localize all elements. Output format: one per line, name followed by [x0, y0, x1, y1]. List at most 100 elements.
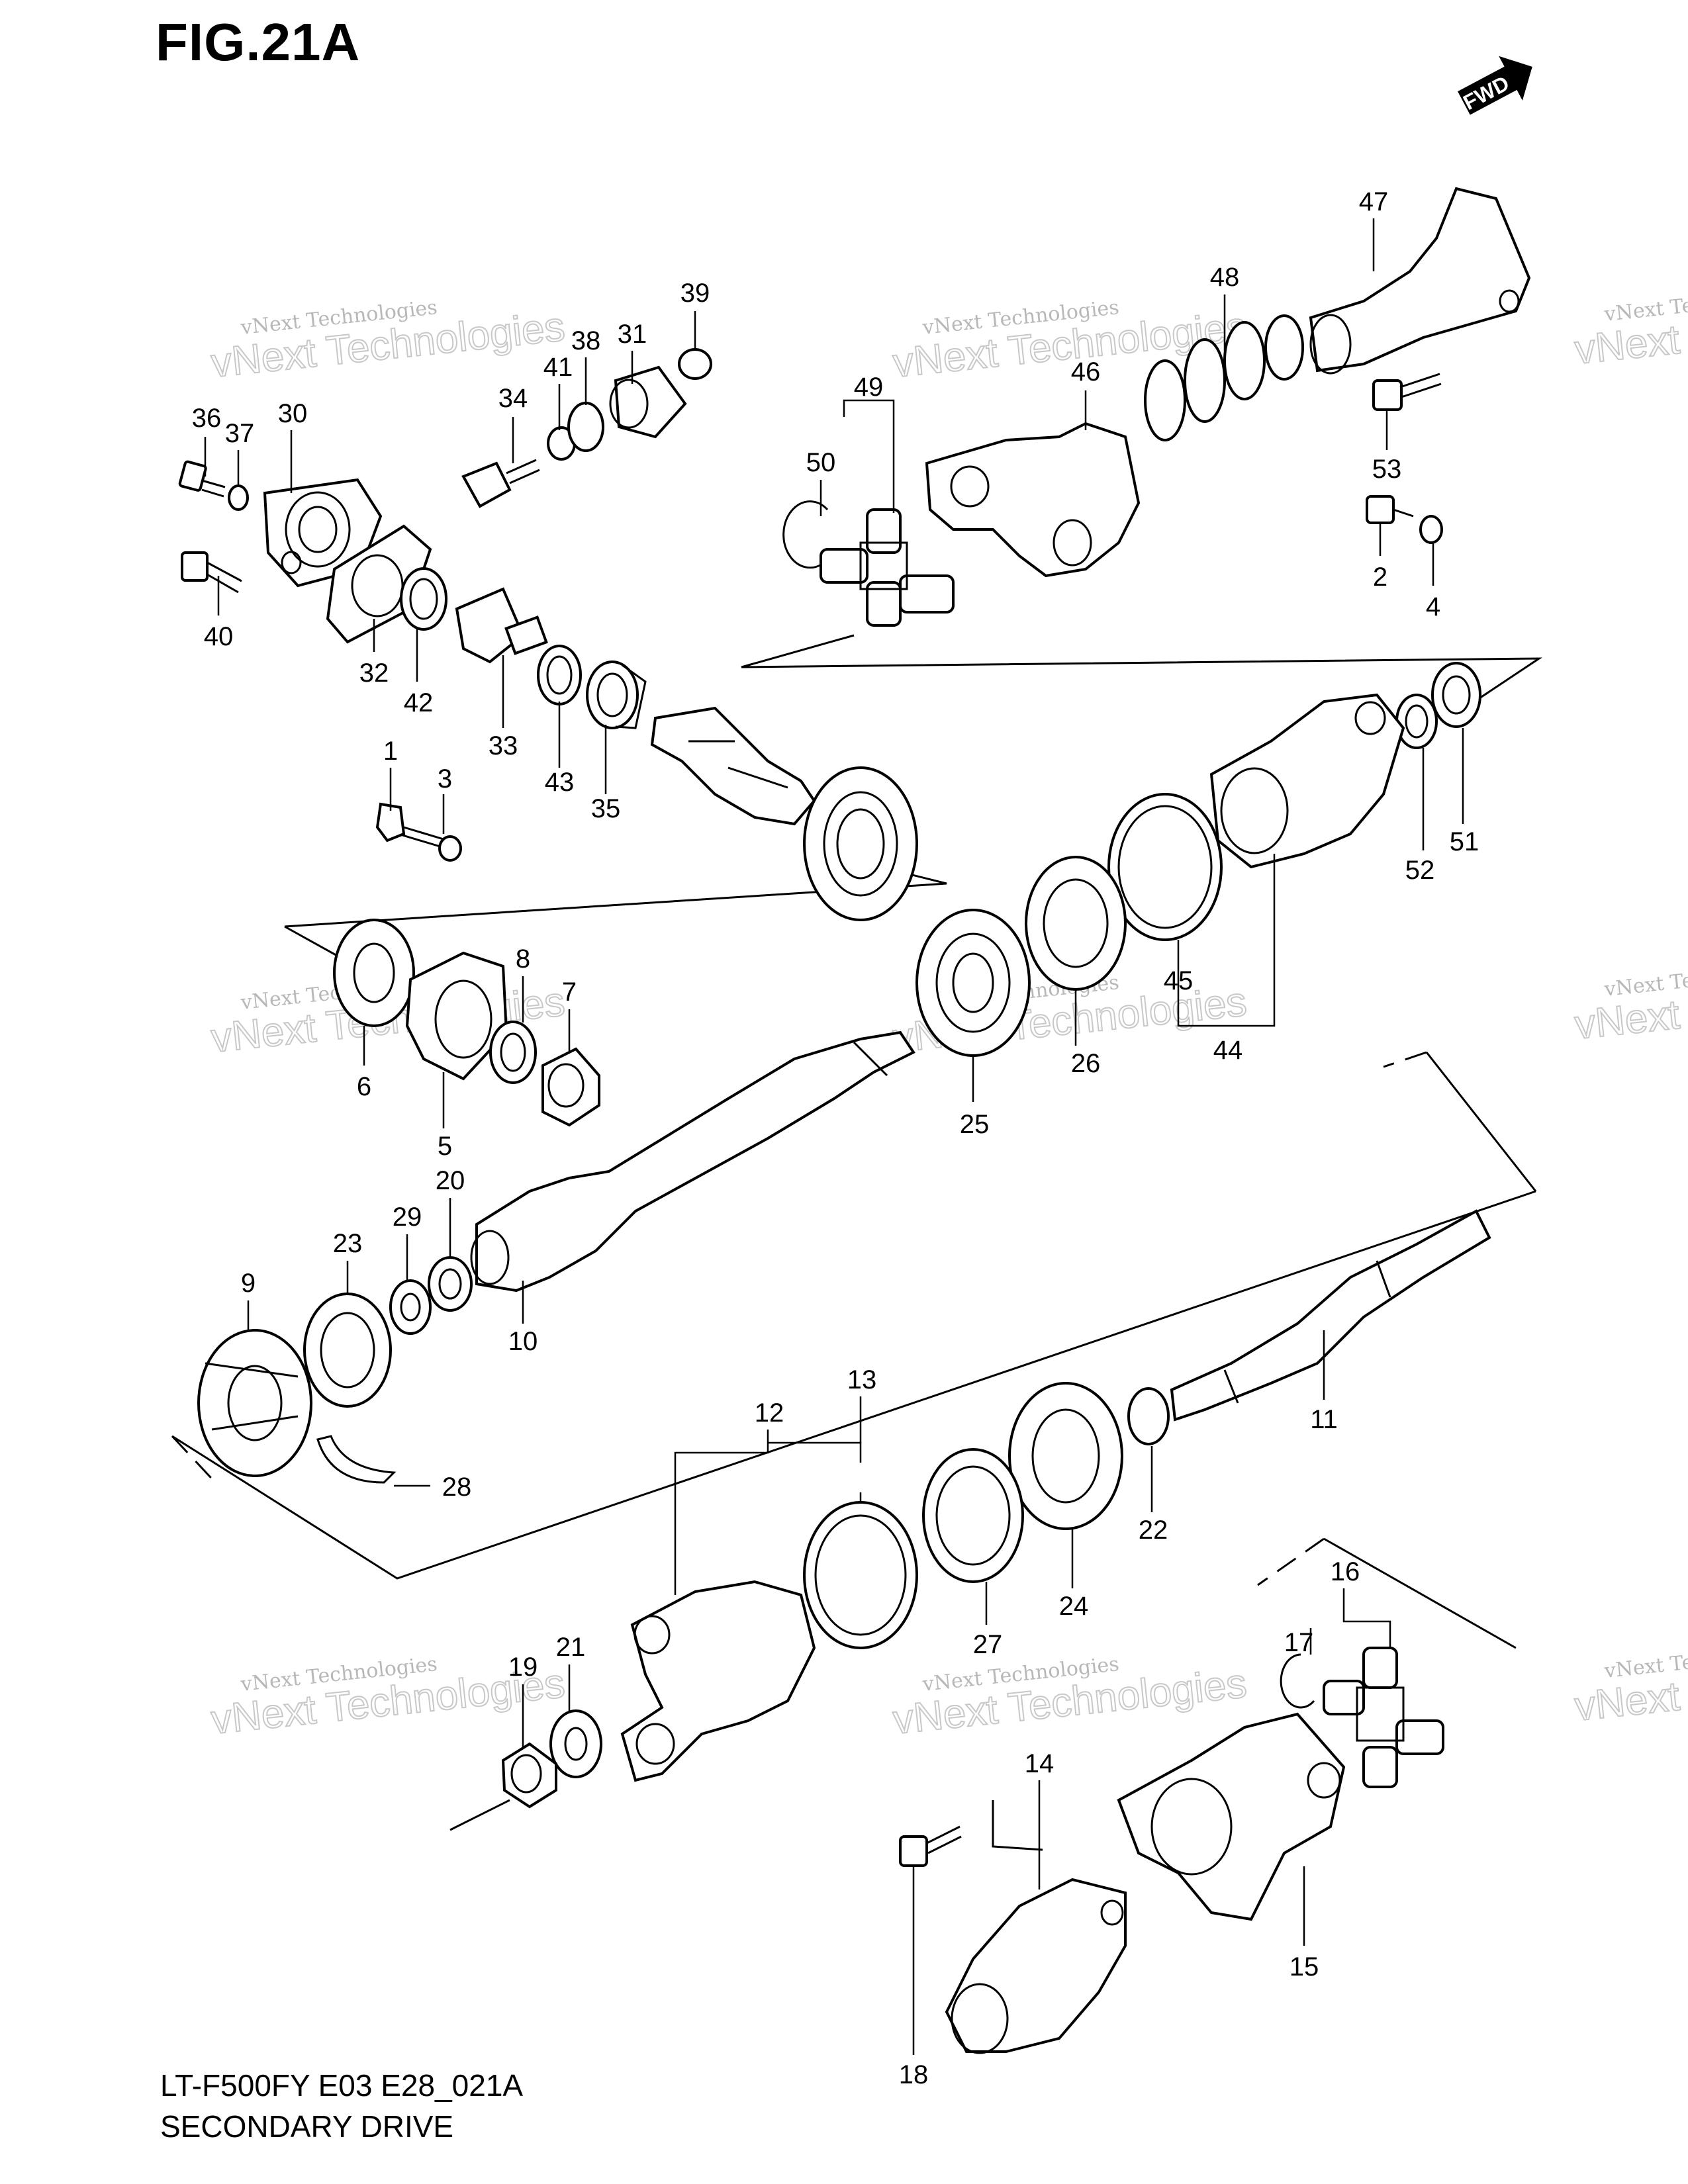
callout-36: 36 — [192, 404, 222, 433]
callout-1: 1 — [383, 737, 398, 766]
part-10-shaft — [470, 1030, 915, 1293]
callout-51: 51 — [1450, 827, 1479, 856]
part-pinion-bearing — [803, 766, 918, 921]
part-38-oring — [567, 402, 604, 452]
callout-32: 32 — [359, 659, 389, 688]
part-drive-pinion-shaft — [650, 706, 816, 826]
callout-14: 14 — [1025, 1749, 1055, 1778]
part-12-yoke — [620, 1580, 816, 1782]
section-name: SECONDARY DRIVE — [160, 2109, 454, 2144]
watermark-top-left: vNext Technologies vNext Technologies — [209, 296, 568, 387]
part-40-bolt — [181, 551, 242, 594]
callout-22: 22 — [1139, 1516, 1168, 1545]
part-39-nut — [678, 348, 712, 380]
part-7-nut — [541, 1047, 600, 1127]
part-16-ujoint — [1323, 1647, 1444, 1788]
part-42-shim — [400, 567, 447, 631]
callout-2: 2 — [1373, 563, 1387, 592]
part-23-bearing — [303, 1293, 392, 1408]
part-3-screw — [402, 826, 462, 862]
callout-31: 31 — [618, 320, 647, 349]
part-35-bearing — [586, 660, 647, 729]
part-25-bearing — [915, 909, 1031, 1057]
figure-footer: LT-F500FY E03 E28_021A SECONDARY DRIVE — [160, 2065, 523, 2147]
callout-3: 3 — [438, 764, 452, 794]
part-2-nut — [1366, 495, 1414, 524]
part-44-yoke — [1209, 693, 1405, 869]
callout-27: 27 — [973, 1630, 1003, 1659]
leader-lines — [204, 218, 1464, 2055]
part-11-shaft — [1170, 1209, 1491, 1422]
part-5-gear — [405, 951, 508, 1081]
callout-7: 7 — [562, 978, 577, 1007]
part-15-yoke — [1117, 1712, 1346, 1921]
part-19-nut — [501, 1742, 557, 1809]
part-6-shim — [333, 919, 415, 1027]
callout-19: 19 — [508, 1653, 538, 1682]
callout-38: 38 — [571, 326, 601, 355]
callout-17: 17 — [1284, 1628, 1314, 1657]
part-29-washer — [389, 1279, 432, 1335]
callout-8: 8 — [516, 944, 530, 974]
part-43-shim — [537, 645, 582, 705]
callout-20: 20 — [436, 1166, 465, 1195]
part-8-washer — [489, 1021, 537, 1084]
part-37-washer — [228, 484, 249, 511]
fwd-arrow-icon: FWD — [1458, 56, 1532, 115]
callout-40: 40 — [204, 622, 234, 651]
callout-30: 30 — [278, 399, 308, 428]
part-45-seal — [1107, 793, 1223, 941]
watermark-low-right: vNext Technologies vNext Technologies — [1572, 1639, 1688, 1731]
part-20-nut — [428, 1256, 473, 1312]
part-27-bearing — [922, 1448, 1024, 1583]
callout-29: 29 — [393, 1203, 422, 1232]
watermark-low-center: vNext Technologies vNext Technologies — [890, 1653, 1250, 1744]
callout-24: 24 — [1059, 1592, 1089, 1621]
part-22-seal — [1127, 1387, 1170, 1445]
callout-46: 46 — [1071, 357, 1101, 387]
part-46-yoke — [925, 422, 1141, 578]
part-36-bolt — [178, 460, 226, 498]
callout-13: 13 — [847, 1365, 877, 1394]
callout-53: 53 — [1372, 455, 1402, 484]
part-49-ujoint — [820, 508, 955, 627]
callout-18: 18 — [899, 2060, 929, 2089]
callout-50: 50 — [806, 448, 836, 477]
callout-9: 9 — [241, 1269, 256, 1298]
callout-35: 35 — [591, 794, 621, 823]
callout-33: 33 — [489, 731, 518, 760]
part-52-washer — [1395, 694, 1438, 749]
part-48-boot — [1144, 314, 1304, 441]
part-9-ring-gear — [197, 1329, 312, 1477]
callout-39: 39 — [680, 279, 710, 308]
part-1-clamp — [375, 802, 406, 842]
callout-25: 25 — [960, 1110, 990, 1139]
callout-48: 48 — [1210, 263, 1240, 292]
part-14-flange — [945, 1878, 1127, 2054]
callout-34: 34 — [498, 384, 528, 413]
part-51-nut — [1431, 662, 1481, 728]
callout-12: 12 — [755, 1398, 784, 1428]
part-28-circlip — [316, 1435, 397, 1484]
part-34-gear — [461, 459, 540, 508]
callout-37: 37 — [225, 419, 255, 448]
watermark-top-right: vNext Technologies vNext Technologies — [1572, 283, 1688, 374]
part-21-washer — [549, 1709, 602, 1778]
part-24-bearing — [1008, 1382, 1123, 1530]
callout-45: 45 — [1164, 966, 1194, 995]
callout-11: 11 — [1310, 1405, 1338, 1434]
part-4-washer — [1419, 515, 1443, 544]
callout-26: 26 — [1071, 1049, 1101, 1078]
part-53-bolt — [1372, 373, 1442, 411]
callout-28: 28 — [442, 1473, 472, 1502]
callout-49: 49 — [854, 373, 884, 402]
callout-21: 21 — [556, 1633, 586, 1662]
callout-15: 15 — [1289, 1952, 1319, 1981]
parts — [178, 187, 1531, 2054]
callout-42: 42 — [404, 688, 434, 717]
part-13-seal — [803, 1501, 918, 1649]
callout-41: 41 — [543, 353, 573, 382]
callout-4: 4 — [1426, 592, 1440, 621]
callout-23: 23 — [333, 1229, 363, 1258]
